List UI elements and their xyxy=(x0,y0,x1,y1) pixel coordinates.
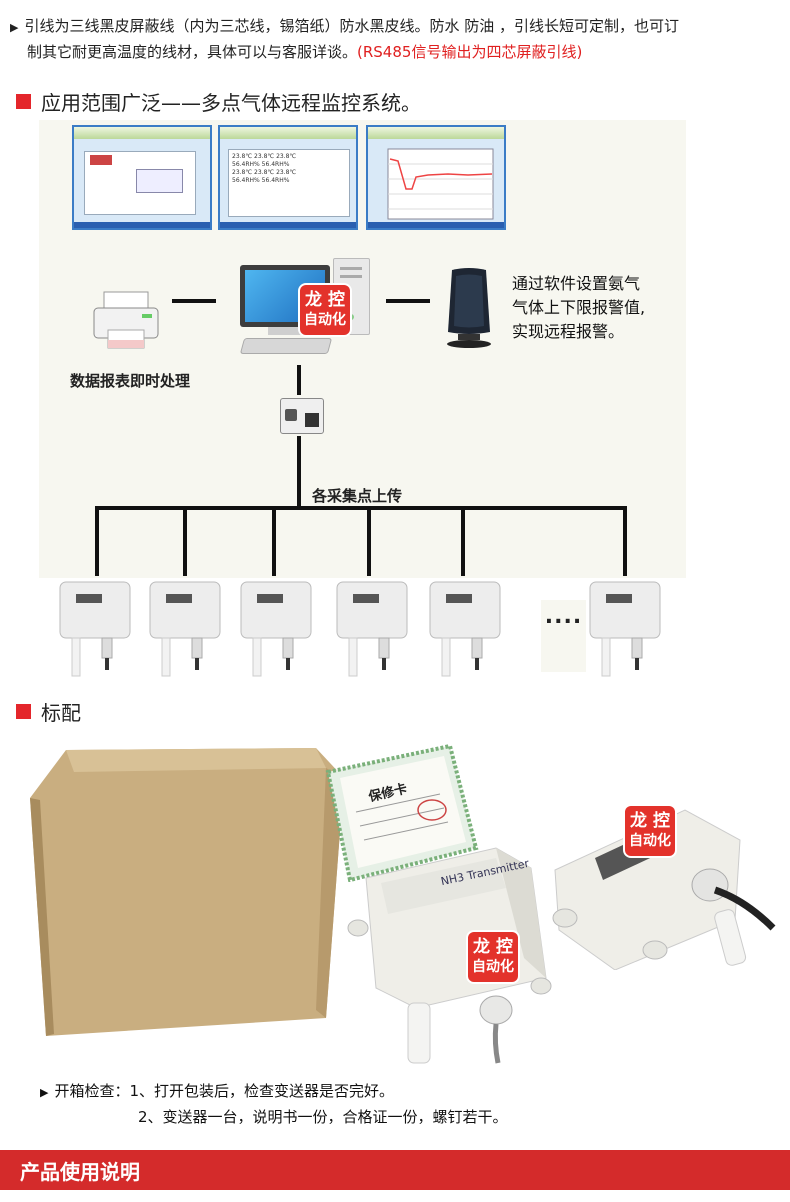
red-square-icon xyxy=(16,93,31,109)
intro-line-2: 制其它耐更高温度的线材，具体可以与客服详谈。(RS485信号输出为四芯屏蔽引线) xyxy=(10,40,780,65)
wire-drop-1 xyxy=(95,506,99,576)
wire-drop-6 xyxy=(623,506,627,576)
warranty-card-image xyxy=(325,743,479,882)
check-line-2: 2、变送器一台，说明书一份，合格证一份，螺钉若干。 xyxy=(138,1108,508,1126)
brand-stamp: 龙 控 自动化 xyxy=(468,932,518,982)
wire-pc-down xyxy=(297,365,301,395)
triangle-bullet-icon: ▶ xyxy=(10,21,19,34)
usage-banner-title: 产品使用说明 xyxy=(20,1159,140,1184)
reading-humidity: 56.4RH% xyxy=(232,161,260,168)
reading-temp: 23.8℃ xyxy=(276,169,297,176)
report-label: 数据报表即时处理 xyxy=(70,372,191,390)
alarm-description-line-3: 实现远程报警。 xyxy=(512,322,625,341)
section-title-application: 应用范围广泛——多点气体远程监控系统。 xyxy=(41,90,421,115)
sensor-icon xyxy=(59,581,131,677)
wire-drop-3 xyxy=(272,506,276,576)
reading-temp: 23.8℃ xyxy=(254,153,275,160)
brand-stamp-line-2: 自动化 xyxy=(472,959,514,975)
alarm-description: 通过软件设置氨气 气体上下限报警值, 实现远程报警。 xyxy=(512,272,682,344)
trend-chart-thumbnail xyxy=(387,148,494,220)
brand-stamp-line-1: 龙 控 xyxy=(630,811,670,831)
sensor-icon xyxy=(149,581,221,677)
printer-icon xyxy=(93,291,159,349)
brand-stamp: 龙 控 自动化 xyxy=(300,285,350,335)
rs485-converter-icon xyxy=(280,398,324,434)
reading-temp: 23.8℃ xyxy=(276,153,297,160)
wire-drop-4 xyxy=(367,506,371,576)
wire-drop-5 xyxy=(461,506,465,576)
brand-stamp-line-2: 自动化 xyxy=(629,833,671,849)
alarm-description-line-2: 气体上下限报警值, xyxy=(512,298,646,317)
red-square-icon xyxy=(16,703,31,719)
rs485-note: (RS485信号输出为四芯屏蔽引线) xyxy=(357,43,583,61)
cardboard-box-image xyxy=(30,748,344,1036)
brand-stamp: 龙 控 自动化 xyxy=(625,806,675,856)
sensor-icon xyxy=(429,581,501,677)
intro-line-1-text: 引线为三线黑皮屏蔽线（内为三芯线，锡箔纸）防水黑皮线。防水 防油 ，引线长短可定… xyxy=(24,17,680,35)
keyboard-icon xyxy=(239,338,333,354)
reading-humidity: 56.4RH% xyxy=(261,177,290,184)
brand-stamp-line-1: 龙 控 xyxy=(473,937,513,957)
section-banner-usage: 产品使用说明 xyxy=(0,1150,790,1190)
sensor-icon xyxy=(240,581,312,677)
reading-temp: 23.8℃ xyxy=(254,169,275,176)
sensor-icon xyxy=(589,581,661,677)
reading-temp: 23.8℃ xyxy=(232,153,253,160)
wire-drop-2 xyxy=(183,506,187,576)
unpacking-check: ▶ 开箱检查：1、打开包装后，检查变送器是否完好。 2、变送器一台，说明书一份，合… xyxy=(40,1079,508,1130)
sensor-icon xyxy=(336,581,408,677)
alarm-speaker-icon xyxy=(447,268,491,348)
section-header-standard: 标配 xyxy=(16,698,81,725)
wire-bus-vertical xyxy=(297,436,301,506)
intro-text: ▶ 引线为三线黑皮屏蔽线（内为三芯线，锡箔纸）防水黑皮线。防水 防油 ，引线长短可… xyxy=(10,14,780,65)
wire-bus-horizontal xyxy=(95,506,627,510)
brand-stamp-line-2: 自动化 xyxy=(304,312,346,328)
more-sensors-ellipsis: .... xyxy=(541,600,586,672)
upload-label: 各采集点上传 xyxy=(312,487,403,505)
section-title-standard: 标配 xyxy=(41,700,81,725)
alarm-description-line-1: 通过软件设置氨气 xyxy=(512,274,641,293)
intro-line-1: ▶ 引线为三线黑皮屏蔽线（内为三芯线，锡箔纸）防水黑皮线。防水 防油 ，引线长短可… xyxy=(10,14,780,40)
check-line-1: ▶ 开箱检查：1、打开包装后，检查变送器是否完好。 xyxy=(40,1079,508,1105)
login-screenshot xyxy=(72,125,212,230)
trend-screenshot xyxy=(366,125,506,230)
brand-stamp-line-1: 龙 控 xyxy=(305,290,345,310)
check-line-1-text: 开箱检查：1、打开包装后，检查变送器是否完好。 xyxy=(54,1082,395,1100)
wire-printer xyxy=(172,299,216,303)
monitor-stand xyxy=(268,327,302,335)
reading-temp: 23.8℃ xyxy=(232,169,253,176)
readings-screenshot: 23.8℃ 23.8℃ 23.8℃ 56.4RH% 56.4RH% 23.8℃ … xyxy=(218,125,358,230)
wire-speaker xyxy=(386,299,430,303)
reading-humidity: 56.4RH% xyxy=(232,177,260,184)
triangle-bullet-icon: ▶ xyxy=(40,1086,49,1099)
section-header-application: 应用范围广泛——多点气体远程监控系统。 xyxy=(16,88,421,115)
reading-humidity: 56.4RH% xyxy=(261,161,290,168)
intro-line-2-text: 制其它耐更高温度的线材，具体可以与客服详谈。 xyxy=(27,43,358,61)
